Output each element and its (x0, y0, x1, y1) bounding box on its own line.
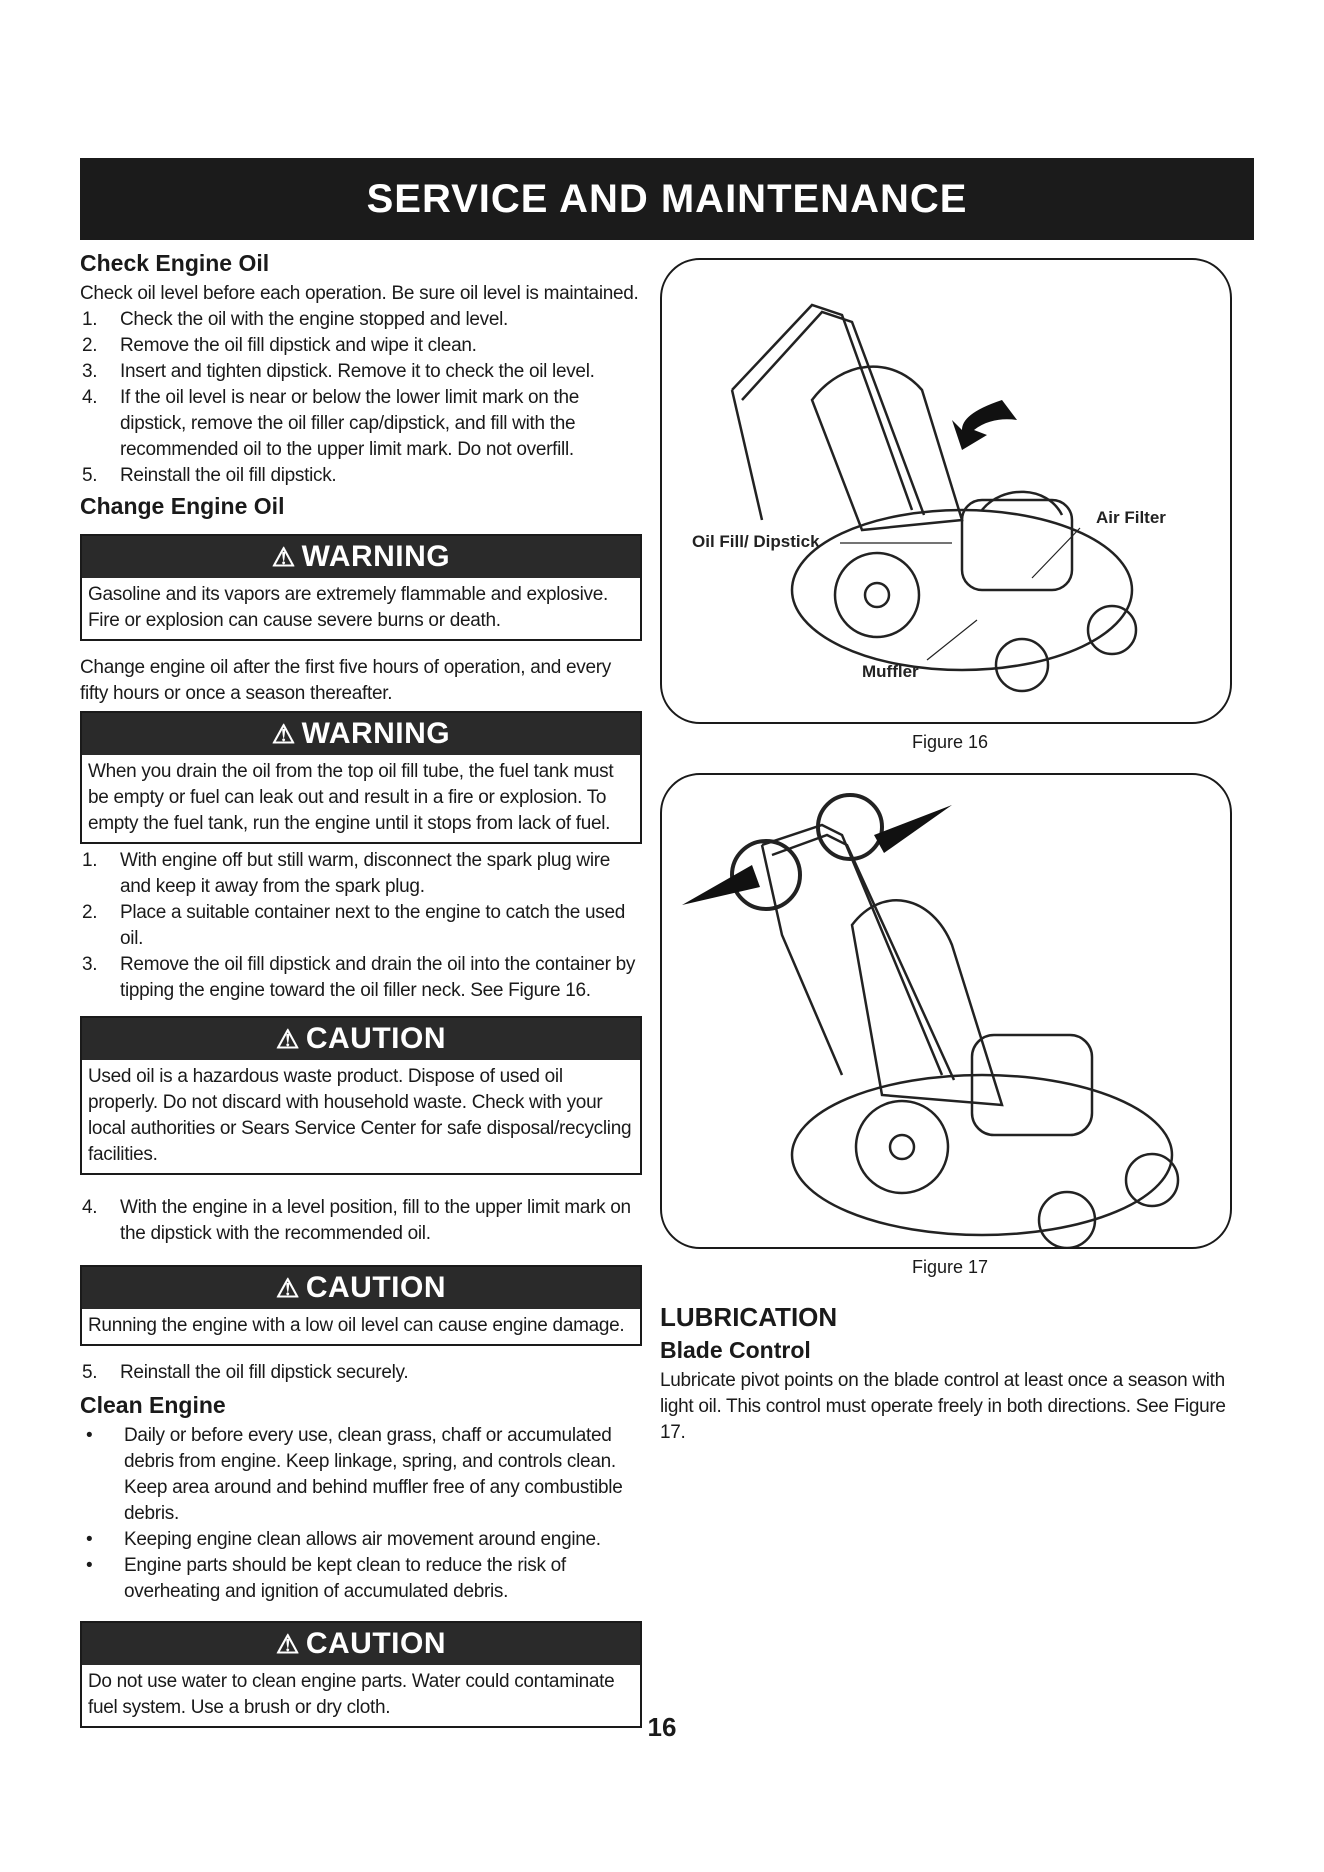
caution-box: ⚠CAUTION Do not use water to clean engin… (80, 1621, 642, 1728)
blade-control-text: Lubricate pivot points on the blade cont… (660, 1370, 1226, 1443)
warning-header: ⚠WARNING (82, 713, 640, 755)
caution-header: ⚠CAUTION (82, 1623, 640, 1665)
step-text: Reinstall the oil fill dipstick. (120, 465, 337, 486)
list-item: 3. Insert and tighten dipstick. Remove it… (80, 359, 642, 385)
list-item: 5. Reinstall the oil fill dipstick secur… (80, 1360, 642, 1386)
clean-engine-heading: Clean Engine (80, 1392, 226, 1418)
warning-triangle-icon: ⚠ (276, 1629, 300, 1659)
change-oil-para: Change engine oil after the first five h… (80, 657, 611, 704)
caution-text: Used oil is a hazardous waste product. D… (88, 1066, 632, 1165)
step-text: Remove the oil fill dipstick and wipe it… (120, 335, 477, 356)
caution-header: ⚠CAUTION (82, 1018, 640, 1060)
step-number: 1. (82, 850, 98, 871)
step-text: Daily or before every use, clean grass, … (124, 1425, 623, 1524)
mower-illustration-16 (730, 303, 1138, 693)
step-text: If the oil level is near or below the lo… (120, 387, 580, 460)
caution-box: ⚠CAUTION Running the engine with a low o… (80, 1265, 642, 1346)
section-banner: SERVICE AND MAINTENANCE (80, 158, 1254, 240)
step-text: Engine parts should be kept clean to red… (124, 1555, 566, 1602)
lubrication-section: LUBRICATION Blade Control Lubricate pivo… (660, 1302, 1240, 1446)
warning-box: ⚠WARNING When you drain the oil from the… (80, 711, 642, 844)
check-oil-steps: 1. Check the oil with the engine stopped … (80, 307, 642, 489)
step-text: With the engine in a level position, fil… (120, 1197, 631, 1244)
warning-triangle-icon: ⚠ (271, 719, 296, 749)
step-number: 2. (82, 335, 98, 356)
figure-16-caption: Figure 16 (911, 732, 989, 752)
bullet-icon: • (86, 1425, 93, 1446)
warning-label: WARNING (301, 717, 451, 750)
list-item: 4. With the engine in a level position, … (80, 1195, 642, 1247)
step-number: 4. (82, 1197, 98, 1218)
change-oil-steps: 1. With engine off but still warm, discon… (80, 848, 642, 1004)
step-number: 3. (82, 954, 98, 975)
caution-text: Do not use water to clean engine parts. … (88, 1671, 615, 1718)
list-item: 1. Check the oil with the engine stopped … (80, 307, 642, 333)
bullet-icon: • (86, 1529, 93, 1550)
warning-box: ⚠WARNING Gasoline and its vapors are ext… (80, 534, 642, 641)
oil-fill-label: Oil Fill/ Dipstick (692, 532, 820, 551)
warning-text: When you drain the oil from the top oil … (88, 761, 614, 834)
change-oil-heading: Change Engine Oil (80, 493, 285, 519)
step-number: 5. (82, 465, 98, 486)
check-oil-intro: Check oil level before each operation. B… (80, 283, 639, 304)
step-text: With engine off but still warm, disconne… (120, 850, 611, 897)
list-item: 4. If the oil level is near or below the … (80, 385, 642, 463)
list-item: • Engine parts should be kept clean to re… (80, 1553, 642, 1605)
left-column: Check Engine Oil Check oil level before … (80, 250, 642, 1742)
air-filter-label: Air Filter (1096, 508, 1166, 527)
bullet-icon: • (86, 1555, 93, 1576)
warning-label: WARNING (301, 540, 451, 573)
lubrication-heading: LUBRICATION (660, 1302, 838, 1332)
blade-control-heading: Blade Control (660, 1337, 811, 1363)
caution-label: CAUTION (305, 1627, 446, 1660)
step-text: Check the oil with the engine stopped an… (120, 309, 509, 330)
mower-illustration-17 (682, 793, 1180, 1250)
caution-label: CAUTION (305, 1271, 446, 1304)
list-item: 5. Reinstall the oil fill dipstick. (80, 463, 642, 489)
warning-triangle-icon: ⚠ (276, 1273, 300, 1303)
figure-16: Air Filter Oil Fill/ Dipstick Muffler (660, 258, 1232, 724)
step-text: Reinstall the oil fill dipstick securely… (120, 1362, 409, 1383)
caution-text: Running the engine with a low oil level … (88, 1315, 625, 1336)
arrow-icon (874, 805, 952, 853)
muffler-label: Muffler (862, 662, 919, 681)
step-text: Insert and tighten dipstick. Remove it t… (120, 361, 595, 382)
list-item: • Daily or before every use, clean grass,… (80, 1423, 642, 1527)
list-item: 3. Remove the oil fill dipstick and drain… (80, 952, 642, 1004)
warning-triangle-icon: ⚠ (276, 1024, 300, 1054)
warning-triangle-icon: ⚠ (271, 542, 296, 572)
warning-header: ⚠WARNING (82, 536, 640, 578)
step-number: 3. (82, 361, 98, 382)
clean-engine-bullets: • Daily or before every use, clean grass,… (80, 1423, 642, 1605)
list-item: 1. With engine off but still warm, discon… (80, 848, 642, 900)
step-number: 4. (82, 387, 98, 408)
check-oil-heading: Check Engine Oil (80, 250, 270, 276)
page-number: 16 (647, 1712, 677, 1742)
step-number: 1. (82, 309, 98, 330)
step-number: 5. (82, 1362, 98, 1383)
caution-label: CAUTION (305, 1022, 446, 1055)
list-item: • Keeping engine clean allows air movemen… (80, 1527, 642, 1553)
figure-17-caption: Figure 17 (911, 1257, 989, 1277)
step-text: Keeping engine clean allows air movement… (124, 1529, 601, 1550)
step-text: Place a suitable container next to the e… (120, 902, 626, 949)
arrow-icon (952, 400, 1017, 450)
figure-17 (660, 773, 1232, 1250)
list-item: 2. Remove the oil fill dipstick and wipe … (80, 333, 642, 359)
list-item: 2. Place a suitable container next to the… (80, 900, 642, 952)
step-number: 2. (82, 902, 98, 923)
right-column: Air Filter Oil Fill/ Dipstick Muffler Fi… (660, 250, 1240, 1446)
caution-box: ⚠CAUTION Used oil is a hazardous waste p… (80, 1016, 642, 1175)
step-text: Remove the oil fill dipstick and drain t… (120, 954, 636, 1001)
caution-header: ⚠CAUTION (82, 1267, 640, 1309)
warning-text: Gasoline and its vapors are extremely fl… (88, 584, 608, 631)
arrow-icon (682, 865, 760, 905)
